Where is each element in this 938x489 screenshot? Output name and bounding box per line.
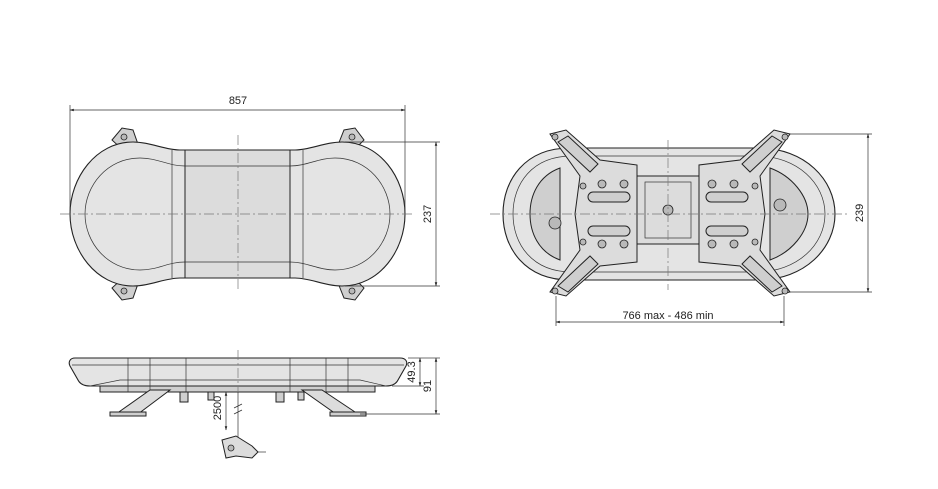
dimension-top-width: 857	[69, 95, 406, 212]
bottom-view: 239 766 max - 486 min	[490, 129, 872, 326]
side-view-base	[99, 385, 376, 393]
bottom-view-left-bracket	[549, 129, 638, 297]
label-bottom-height: 239	[854, 204, 866, 222]
cigarette-plug	[221, 435, 266, 459]
label-bottom-width: 766 max - 486 min	[622, 310, 713, 322]
label-top-width: 857	[229, 95, 247, 107]
side-view: 2500 49.3 91	[68, 350, 440, 459]
dimension-bottom-height: 239	[790, 133, 872, 293]
dimension-top-height: 237	[345, 141, 440, 287]
label-cable-length: 2500	[212, 396, 224, 420]
dimension-bottom-width: 766 max - 486 min	[555, 296, 785, 326]
bottom-view-right-bracket	[698, 129, 791, 297]
dimension-lens-height: 49.3	[392, 357, 424, 387]
side-view-right-foot	[300, 389, 360, 415]
dimension-cable-length: 2500	[212, 391, 228, 431]
label-lens-height: 49.3	[406, 361, 418, 382]
top-view-lens-contour	[84, 157, 391, 271]
label-total-height: 91	[422, 380, 434, 392]
label-top-height: 237	[422, 205, 434, 223]
top-view: 857 237	[60, 95, 440, 301]
dimension-total-height: 91	[360, 357, 440, 415]
side-view-cable	[233, 392, 243, 438]
side-view-left-foot	[114, 389, 172, 415]
